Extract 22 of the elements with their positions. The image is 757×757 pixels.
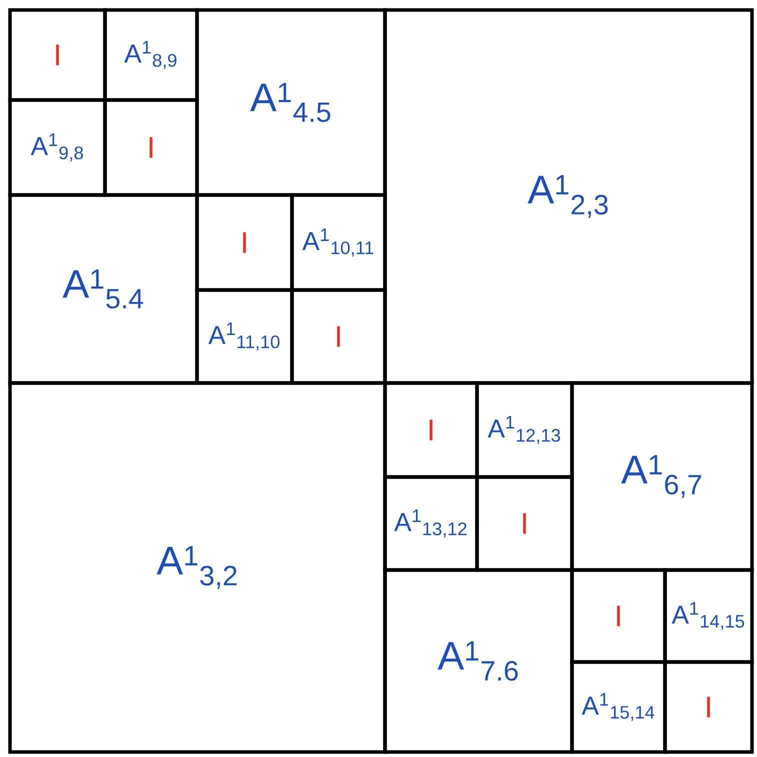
matrix-block: A$^{1}$15,14 bbox=[570, 660, 667, 754]
matrix-block: A$^{1}$7.6 bbox=[383, 568, 574, 754]
matrix-block: A$^{1}$12,13 bbox=[475, 381, 574, 479]
identity-block: I bbox=[570, 568, 667, 664]
matrix-block: A$^{1}$3,2 bbox=[8, 381, 387, 754]
matrix-block: A$^{1}$6,7 bbox=[570, 381, 754, 572]
identity-block: I bbox=[290, 288, 387, 385]
matrix-block: A$^{1}$13,12 bbox=[383, 475, 479, 572]
identity-block: I bbox=[195, 193, 294, 292]
identity-block: I bbox=[8, 8, 107, 102]
matrix-block: A$^{1}$4.5 bbox=[195, 8, 387, 197]
matrix-block: A$^{1}$8,9 bbox=[103, 8, 199, 102]
identity-block: I bbox=[663, 660, 754, 754]
matrix-block: A$^{1}$11,10 bbox=[195, 288, 294, 385]
matrix-block: A$^{1}$5.4 bbox=[8, 193, 199, 385]
identity-block: I bbox=[475, 475, 574, 572]
matrix-block: A$^{1}$2,3 bbox=[383, 8, 754, 385]
identity-block: I bbox=[383, 381, 479, 479]
matrix-block: A$^{1}$9,8 bbox=[8, 98, 107, 197]
matrix-block: A$^{1}$14,15 bbox=[663, 568, 754, 664]
identity-block: I bbox=[103, 98, 199, 197]
matrix-block: A$^{1}$10,11 bbox=[290, 193, 387, 292]
